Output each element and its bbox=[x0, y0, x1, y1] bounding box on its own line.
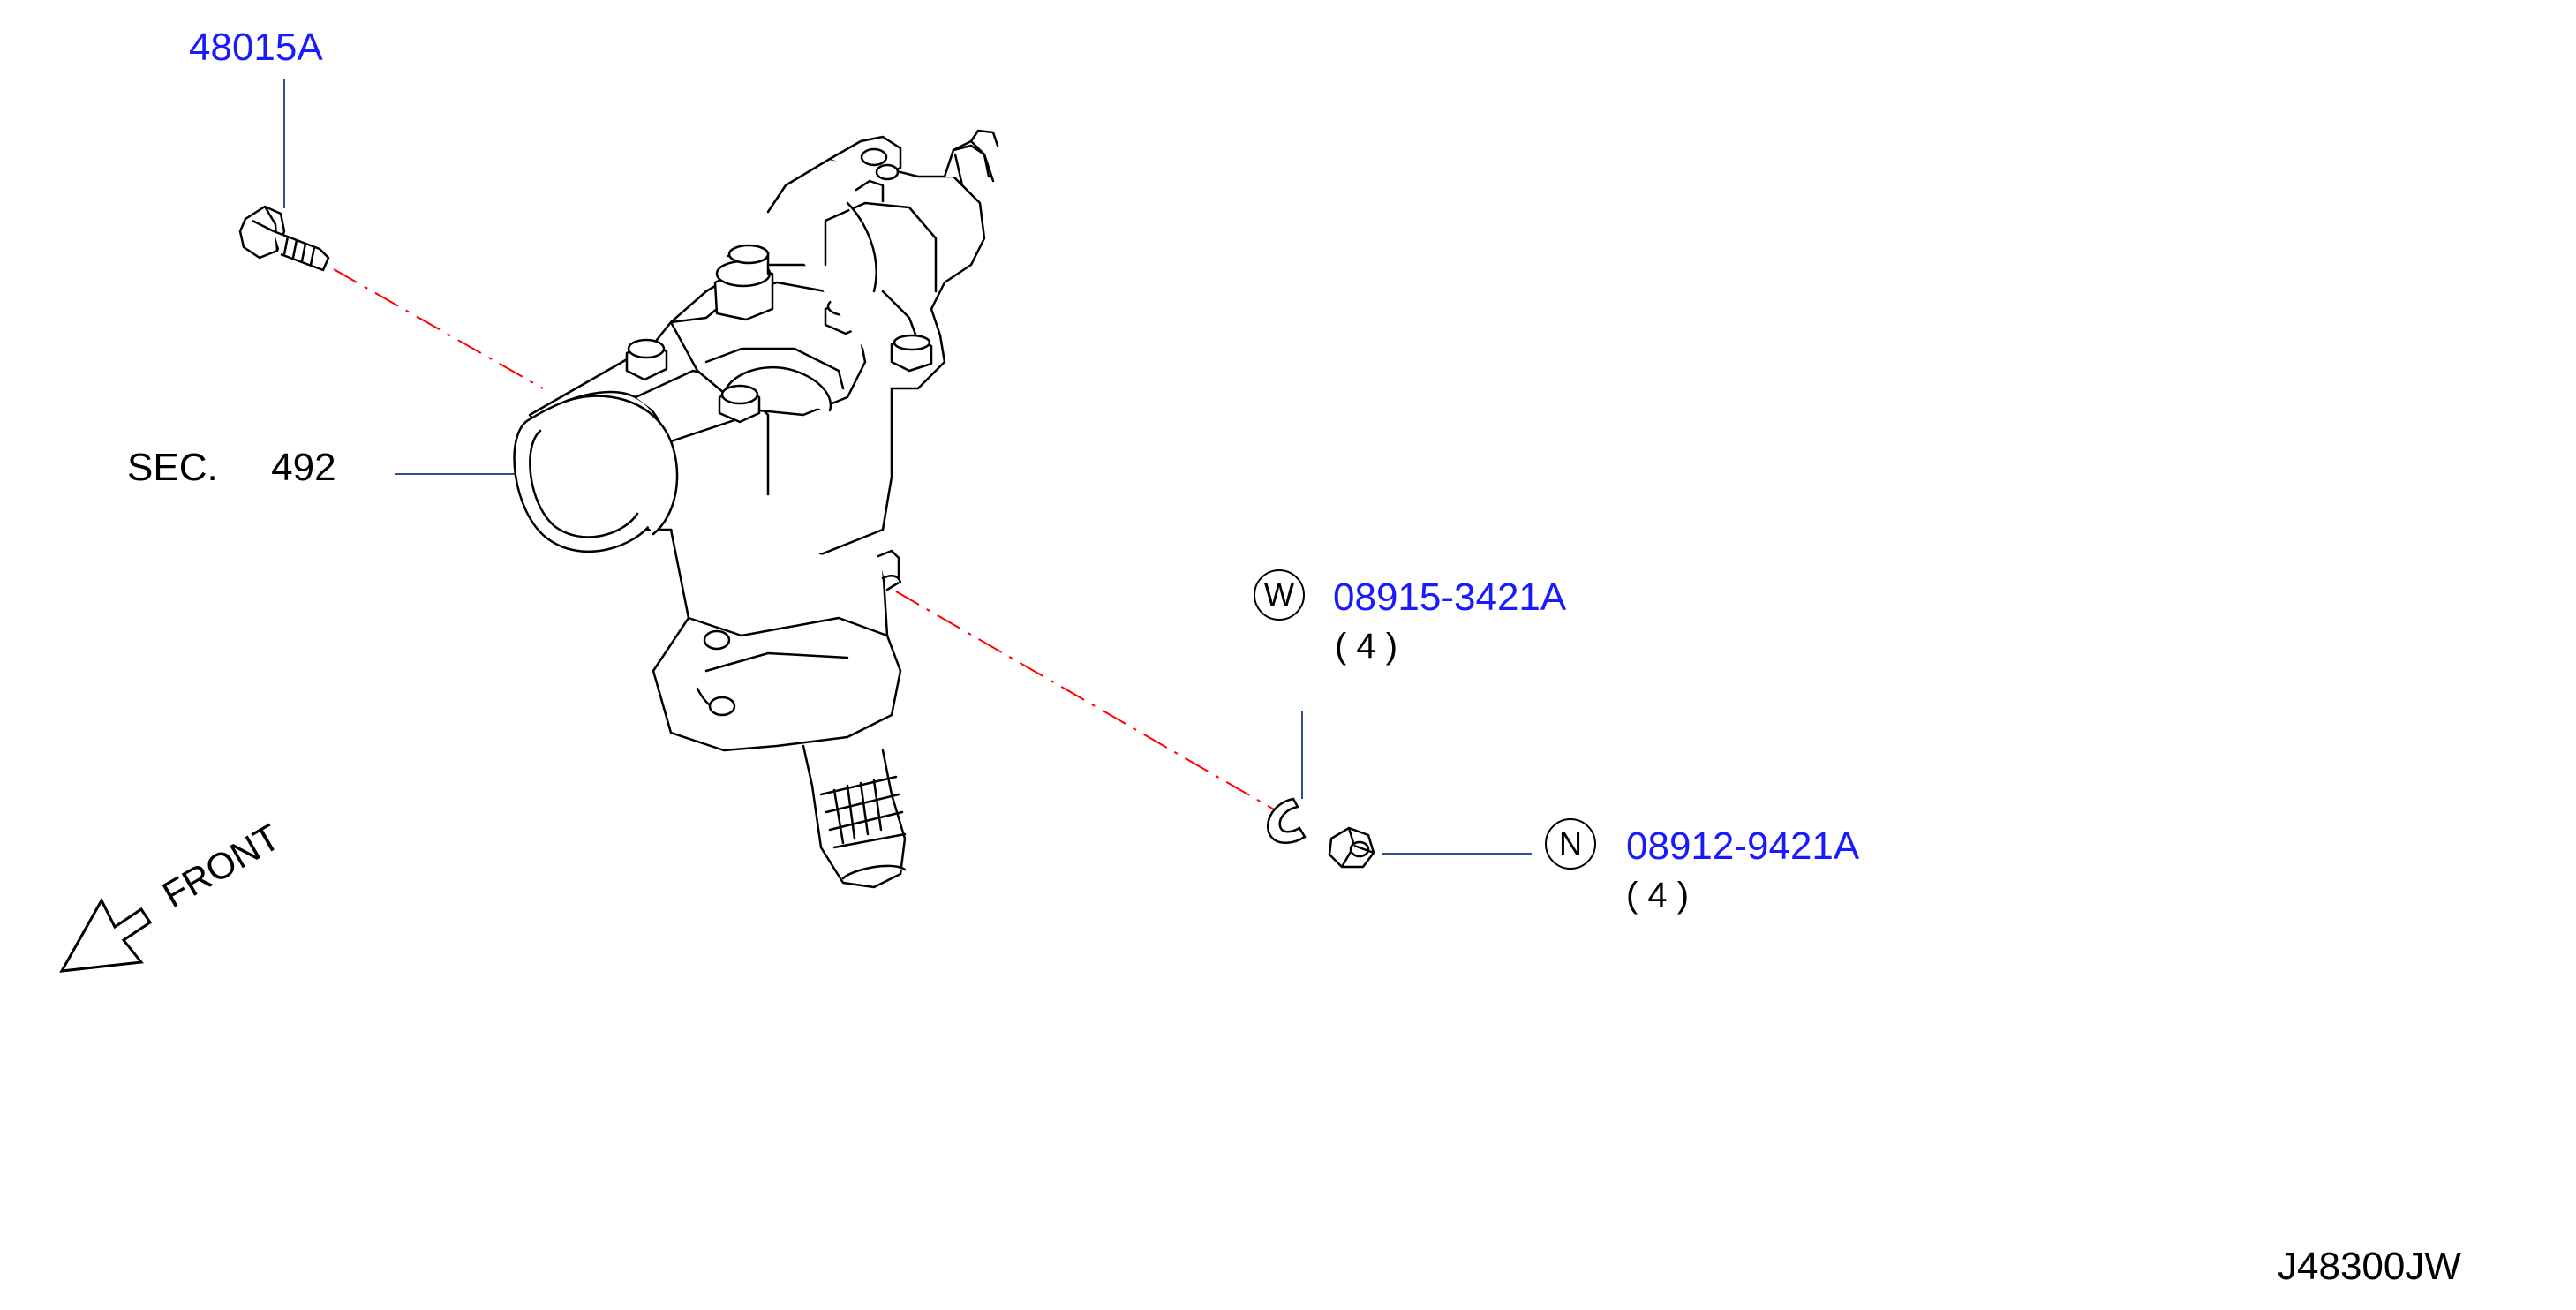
bolt-drawing bbox=[238, 205, 330, 272]
center-line-bolt bbox=[333, 268, 544, 389]
nut-symbol-badge: N bbox=[1545, 818, 1596, 870]
steering-gear-box bbox=[513, 129, 999, 889]
nut-drawing bbox=[1328, 826, 1375, 869]
part-number-nut[interactable]: 08912-9421A bbox=[1626, 824, 1860, 868]
part-number-washer[interactable]: 08915-3421A bbox=[1333, 576, 1567, 619]
section-number: 492 bbox=[271, 446, 336, 489]
section-prefix: SEC. bbox=[127, 446, 218, 489]
leader-lines bbox=[283, 79, 1532, 855]
center-lines bbox=[333, 268, 1277, 811]
diagram-code: J48300JW bbox=[2278, 1245, 2461, 1288]
washer-drawing bbox=[1266, 797, 1307, 844]
front-arrow-icon bbox=[59, 897, 153, 973]
section-label: SEC. 492 bbox=[127, 448, 336, 487]
washer-quantity: ( 4 ) bbox=[1335, 627, 1398, 666]
washer-symbol-badge: W bbox=[1254, 569, 1305, 621]
part-number-bolt[interactable]: 48015A bbox=[189, 26, 323, 69]
nut-quantity: ( 4 ) bbox=[1626, 876, 1690, 915]
center-line-washer bbox=[895, 591, 1277, 811]
